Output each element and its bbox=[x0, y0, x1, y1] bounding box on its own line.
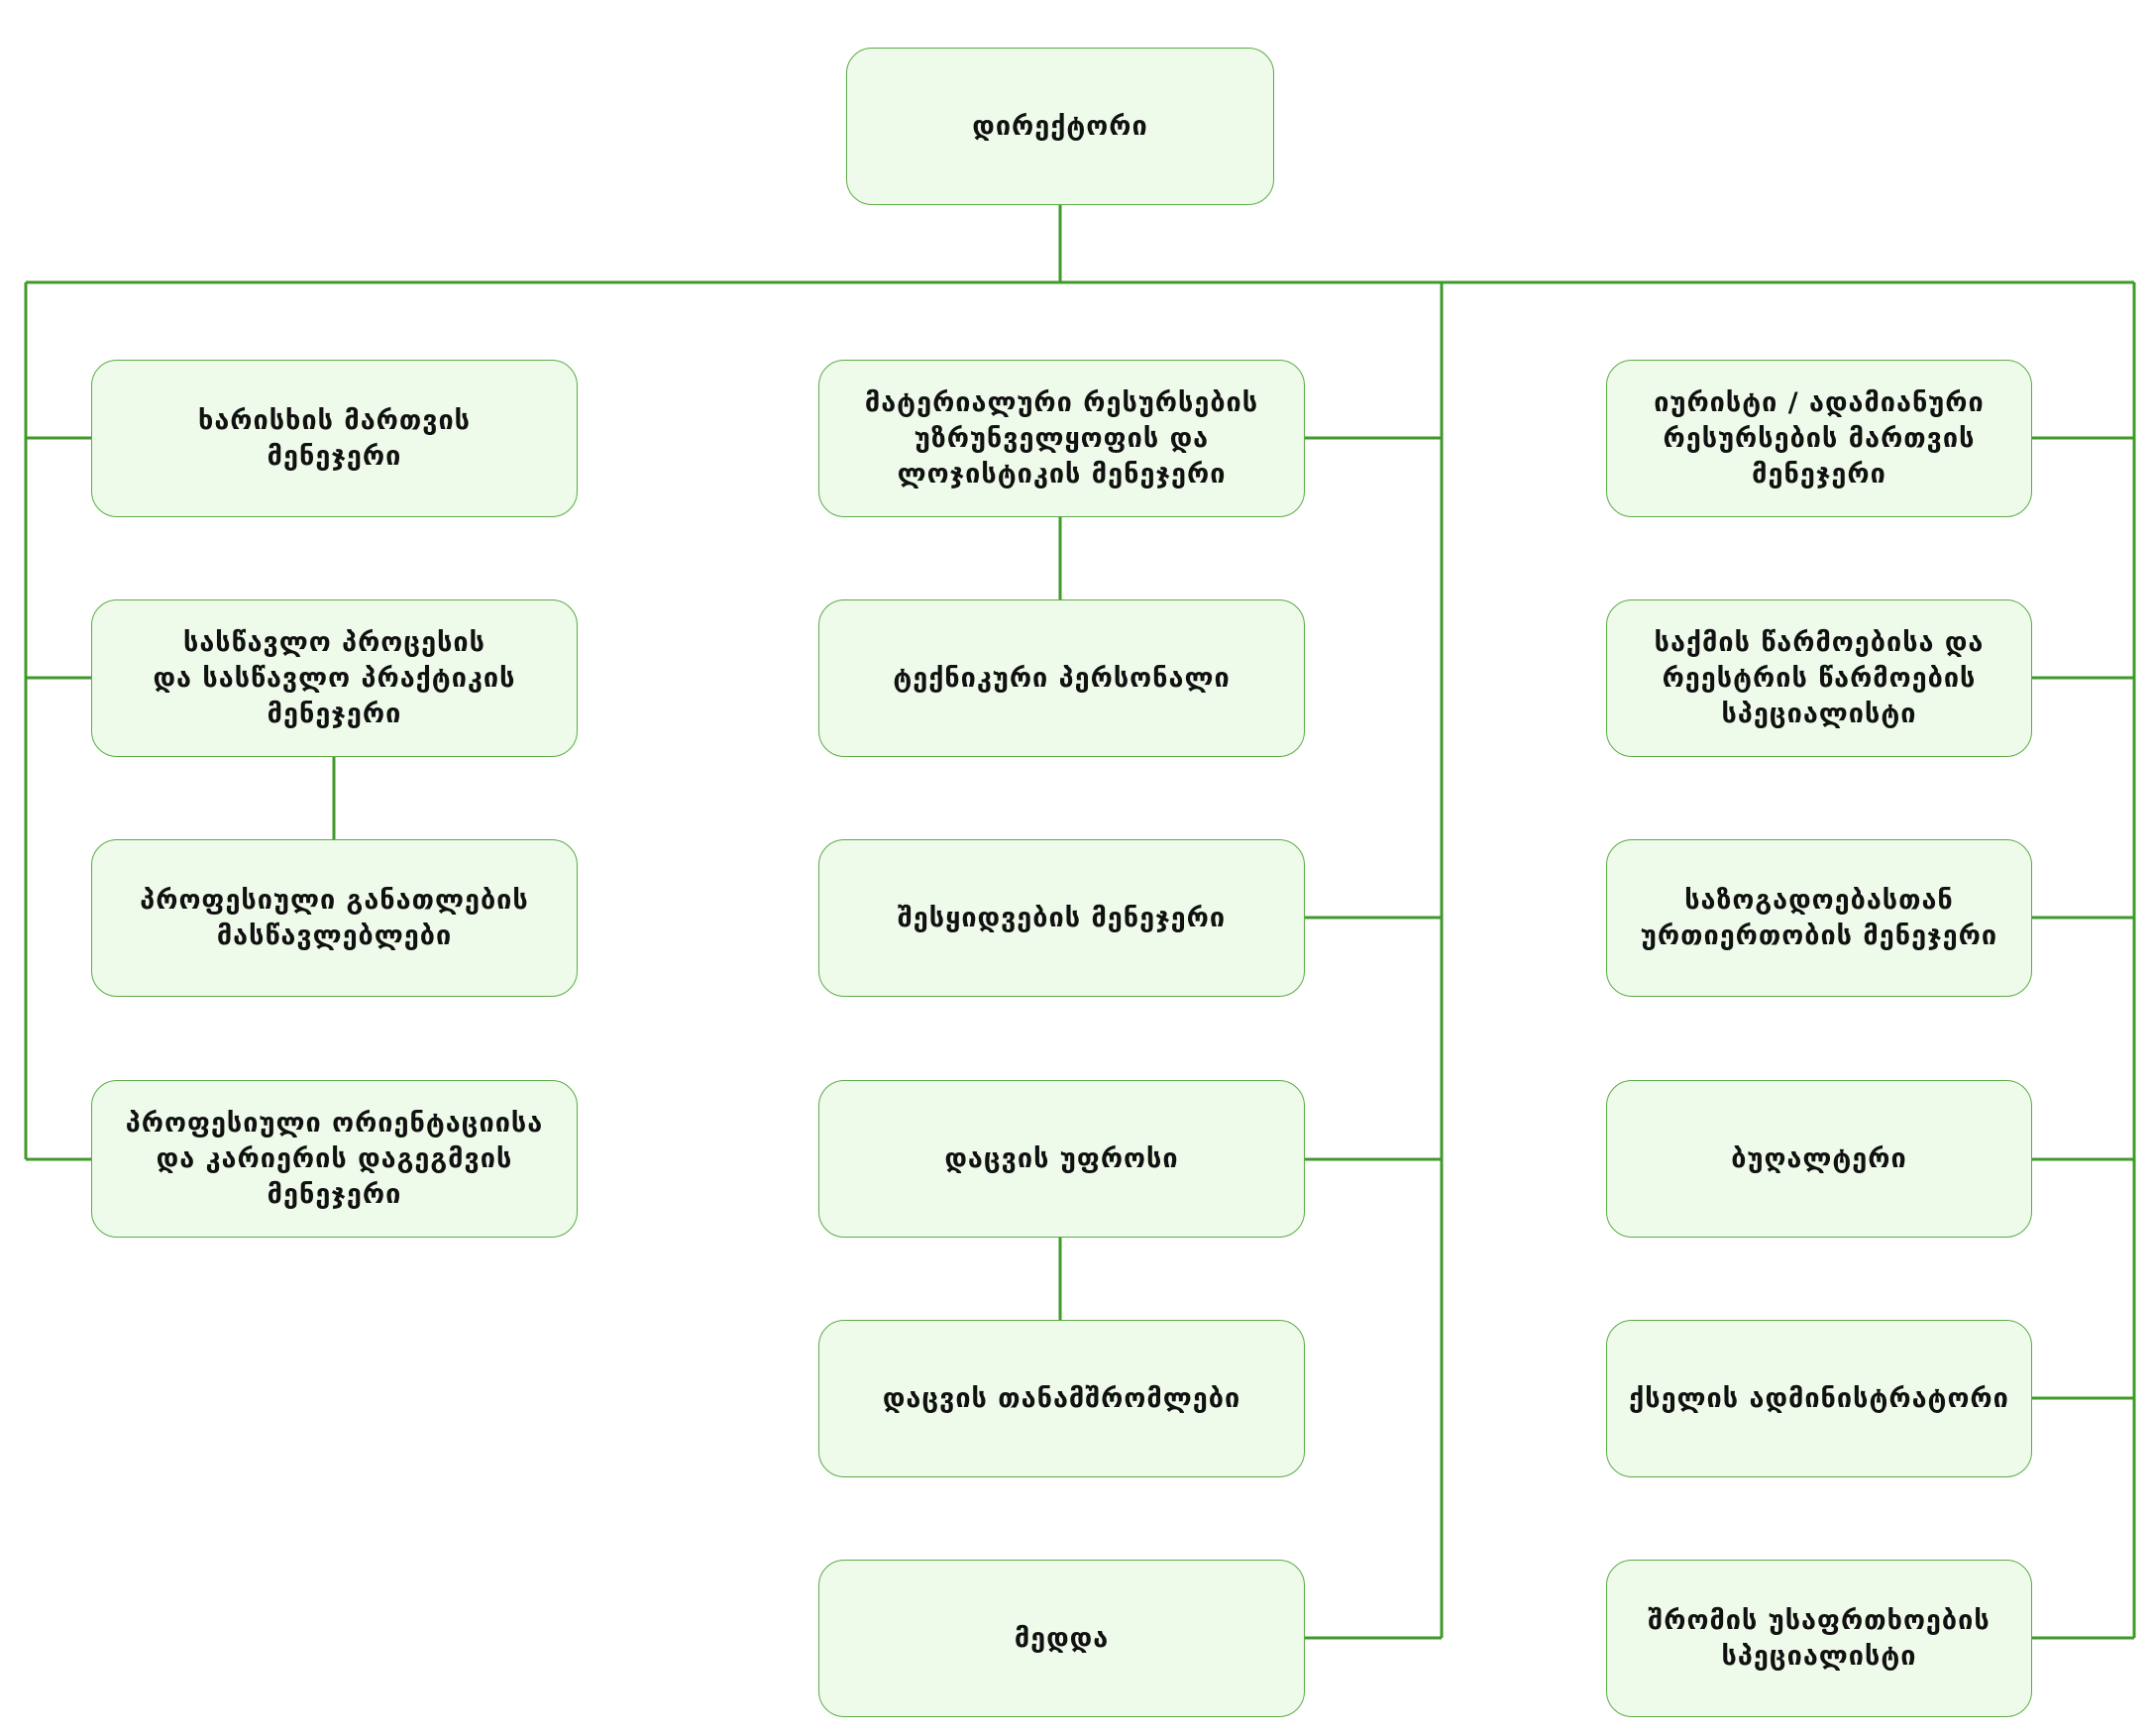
network-administrator-box: ქსელის ადმინისტრატორი bbox=[1606, 1320, 2032, 1477]
safety-specialist-box: შრომის უსაფრთხოების სპეციალისტი bbox=[1606, 1560, 2032, 1717]
public-relations-manager-box: საზოგადოებასთან ურთიერთობის მენეჯერი bbox=[1606, 839, 2032, 997]
node-label: დაცვის თანამშრომლები bbox=[882, 1382, 1241, 1414]
procurement-manager-box: შესყიდვების მენეჯერი bbox=[818, 839, 1305, 997]
node-label: საზოგადოებასთან ურთიერთობის მენეჯერი bbox=[1640, 884, 1998, 951]
technical-staff-box: ტექნიკური პერსონალი bbox=[818, 599, 1305, 757]
security-staff-box: დაცვის თანამშრომლები bbox=[818, 1320, 1305, 1477]
security-chief-box: დაცვის უფროსი bbox=[818, 1080, 1305, 1238]
node-label: ბუღალტერი bbox=[1731, 1142, 1907, 1174]
career-planning-manager-box: პროფესიული ორიენტაციისა და კარიერის დაგე… bbox=[91, 1080, 578, 1238]
quality-management-manager-box: ხარისხის მართვის მენეჯერი bbox=[91, 360, 578, 517]
node-label: მატერიალური რესურსების უზრუნველყოფის და … bbox=[864, 386, 1259, 489]
director-label: დირექტორი bbox=[972, 110, 1148, 142]
node-label: შესყიდვების მენეჯერი bbox=[897, 902, 1227, 933]
node-label: საქმის წარმოებისა და რეესტრის წარმოების … bbox=[1654, 626, 1985, 729]
node-label: სასწავლო პროცესის და სასწავლო პრაქტიკის … bbox=[153, 626, 516, 729]
vocational-teachers-box: პროფესიული განათლების მასწავლებლები bbox=[91, 839, 578, 997]
node-label: შრომის უსაფრთხოების სპეციალისტი bbox=[1648, 1604, 1991, 1672]
logistics-manager-box: მატერიალური რესურსების უზრუნველყოფის და … bbox=[818, 360, 1305, 517]
node-label: ხარისხის მართვის მენეჯერი bbox=[197, 404, 472, 472]
node-label: ქსელის ადმინისტრატორი bbox=[1629, 1382, 2009, 1414]
node-label: იურისტი / ადამიანური რესურსების მართვის … bbox=[1654, 386, 1985, 489]
node-label: მედდა bbox=[1014, 1622, 1110, 1654]
node-label: ტექნიკური პერსონალი bbox=[893, 662, 1231, 694]
node-label: დაცვის უფროსი bbox=[944, 1142, 1179, 1174]
node-label: პროფესიული ორიენტაციისა და კარიერის დაგე… bbox=[125, 1107, 544, 1210]
director-box: დირექტორი bbox=[846, 48, 1274, 205]
accountant-box: ბუღალტერი bbox=[1606, 1080, 2032, 1238]
teaching-process-manager-box: სასწავლო პროცესის და სასწავლო პრაქტიკის … bbox=[91, 599, 578, 757]
lawyer-hr-manager-box: იურისტი / ადამიანური რესურსების მართვის … bbox=[1606, 360, 2032, 517]
nurse-box: მედდა bbox=[818, 1560, 1305, 1717]
records-specialist-box: საქმის წარმოებისა და რეესტრის წარმოების … bbox=[1606, 599, 2032, 757]
node-label: პროფესიული განათლების მასწავლებლები bbox=[140, 884, 529, 951]
